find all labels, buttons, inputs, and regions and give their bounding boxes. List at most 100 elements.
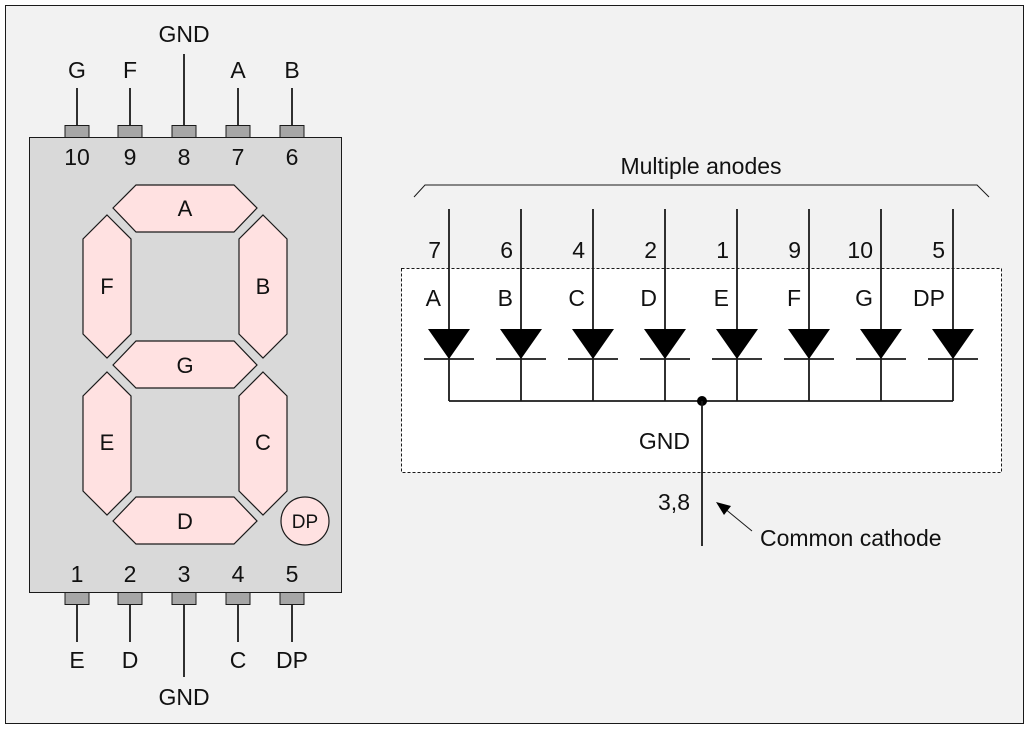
bottom-pin-leads: E D GND C DP [64,592,308,710]
segment-e-label: E [100,430,115,455]
gnd-pins-label: 3,8 [658,489,690,515]
diode-pin-label: 10 [847,237,873,263]
pin-number-label: 7 [232,144,245,170]
segment-f: F [82,214,132,359]
diode-segment-label: F [787,285,801,311]
diode-segment-label: A [426,285,442,311]
diode-pin-label: 1 [716,237,729,263]
segment-c-label: C [255,430,271,455]
diode-f: 9F [784,209,834,401]
pin-pad [279,125,305,138]
pin-function-label: G [68,57,86,83]
bottom-pin-numbers: 1 2 3 4 5 [71,561,299,587]
bottom-pin-1: E [64,592,90,673]
seven-segment-package: G F GND A B E D GND C DP 10 9 8 7 6 1 2 3 4 5 A F B G E … [29,21,342,710]
diode-triangle-icon [644,329,686,359]
annotation-arrow [716,502,753,532]
diode-pin-label: 5 [932,237,945,263]
pin-number-label: 5 [286,561,299,587]
pin-pad [171,125,197,138]
pin-number-label: 9 [124,144,137,170]
diode-pin-label: 2 [644,237,657,263]
top-pin-10: G [64,57,90,138]
pin-number-label: 10 [64,144,90,170]
pin-number-label: 2 [124,561,137,587]
pin-function-label: A [230,57,246,83]
pin-function-label: GND [158,21,209,47]
pin-function-label: GND [158,684,209,710]
top-pin-6: B [279,57,305,138]
segment-d-label: D [177,509,193,534]
diode-segment-label: D [640,285,657,311]
diode-d: 2D [640,209,690,401]
pin-pad [64,125,90,138]
diode-b: 6B [496,209,546,401]
segment-e: E [82,371,132,516]
pin-pad [225,125,251,138]
segment-dp: DP [280,496,330,546]
common-cathode-label: Common cathode [760,525,942,551]
diode-segment-label: DP [913,285,945,311]
pin-pad [64,592,90,605]
pin-function-label: C [230,647,247,673]
segment-d: D [112,496,258,545]
segment-b: B [238,214,288,359]
segment-f-label: F [100,274,113,299]
diode-triangle-icon [860,329,902,359]
gnd-label: GND [639,428,690,454]
diode-triangle-icon [572,329,614,359]
pin-function-label: F [123,57,137,83]
top-pin-7: A [225,57,251,138]
pin-function-label: E [69,647,84,673]
top-pin-8: GND [158,21,210,138]
pin-number-label: 1 [71,561,84,587]
diode-pin-label: 9 [788,237,801,263]
anodes-title: Multiple anodes [620,153,781,179]
segment-b-label: B [256,274,271,299]
pin-function-label: DP [276,647,308,673]
segment-g-label: G [176,353,193,378]
diode-a: 7A [424,209,474,401]
diode-triangle-icon [500,329,542,359]
pin-function-label: D [122,647,139,673]
pin-number-label: 3 [178,561,191,587]
top-pin-numbers: 10 9 8 7 6 [64,144,298,170]
segment-a: A [112,184,258,233]
diode-pin-label: 6 [500,237,513,263]
diode-triangle-icon [932,329,974,359]
segment-dp-label: DP [292,512,318,533]
diode-g: 10G [847,209,906,401]
diode-triangle-icon [428,329,470,359]
pin-pad [279,592,305,605]
pin-number-label: 8 [178,144,191,170]
diode-triangle-icon [788,329,830,359]
pin-number-label: 6 [286,144,299,170]
pin-pad [117,592,143,605]
segment-a-label: A [178,196,193,221]
diode-pin-label: 4 [572,237,585,263]
pin-pad [171,592,197,605]
segment-g: G [112,340,258,389]
anodes-brace [413,184,990,198]
diode-segment-label: C [568,285,585,311]
diode-c: 4C [568,209,618,401]
diode-segment-label: B [498,285,513,311]
bottom-pin-5: DP [276,592,308,673]
bottom-pin-4: C [225,592,251,673]
diode-segment-label: G [855,285,873,311]
pin-function-label: B [284,57,299,83]
pin-pad [117,125,143,138]
segment-c: C [238,371,288,516]
diode-dp: 5DP [913,209,978,401]
top-pin-leads: G F GND A B [64,21,305,138]
pin-number-label: 4 [232,561,245,587]
diode-pin-label: 7 [428,237,441,263]
bottom-pin-3: GND [158,592,210,710]
diode-e: 1E [712,209,762,401]
bottom-pin-2: D [117,592,143,673]
diode-segment-label: E [714,285,729,311]
diode-triangle-icon [716,329,758,359]
